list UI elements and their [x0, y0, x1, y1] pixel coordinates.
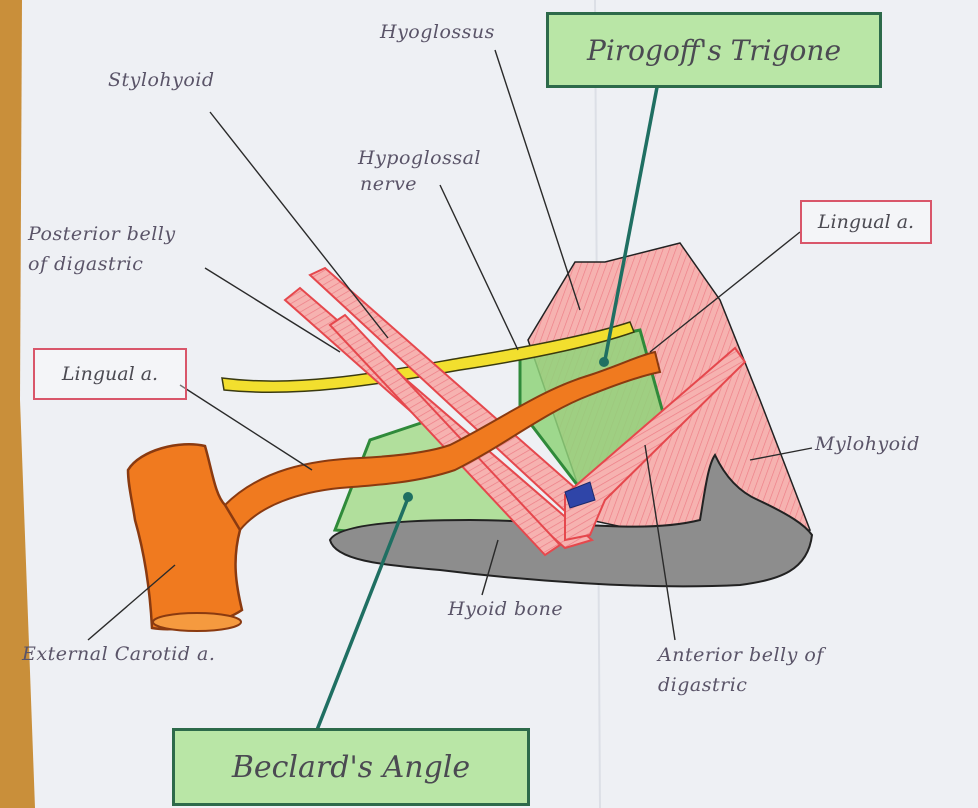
trigone-pointer-dot [599, 357, 609, 367]
lingual-artery-label-left-text: Lingual a. [62, 363, 158, 385]
external-carotid-label: External Carotid a. [22, 642, 215, 666]
mylohyoid-label: Mylohyoid [815, 432, 920, 456]
posterior-belly-label-2: of digastric [28, 252, 143, 276]
beclard-angle-title-text: Beclard's Angle [232, 750, 470, 785]
pirogoff-trigone-title: Pirogoff's Trigone [546, 12, 882, 88]
anterior-belly-label-1: Anterior belly of [658, 643, 824, 667]
hyoid-bone-label: Hyoid bone [448, 597, 563, 621]
lingual-artery-label-left: Lingual a. [33, 348, 187, 400]
posterior-belly-label-1: Posterior belly [28, 222, 176, 246]
carotid-cut-end [153, 613, 241, 631]
beclard-angle-title: Beclard's Angle [172, 728, 530, 806]
angle-pointer-dot [403, 492, 413, 502]
paper-sheet [20, 0, 978, 808]
hyoglossus-label: Hyoglossus [380, 20, 495, 44]
hypoglossal-nerve-label-2: nerve [360, 172, 417, 196]
pirogoff-trigone-title-text: Pirogoff's Trigone [587, 34, 841, 67]
stylohyoid-label: Stylohyoid [108, 68, 215, 92]
lingual-artery-label-right: Lingual a. [800, 200, 932, 244]
anterior-belly-label-2: digastric [658, 673, 747, 697]
hypoglossal-nerve-label-1: Hypoglossal [358, 146, 481, 170]
lingual-artery-label-right-text: Lingual a. [818, 211, 914, 233]
